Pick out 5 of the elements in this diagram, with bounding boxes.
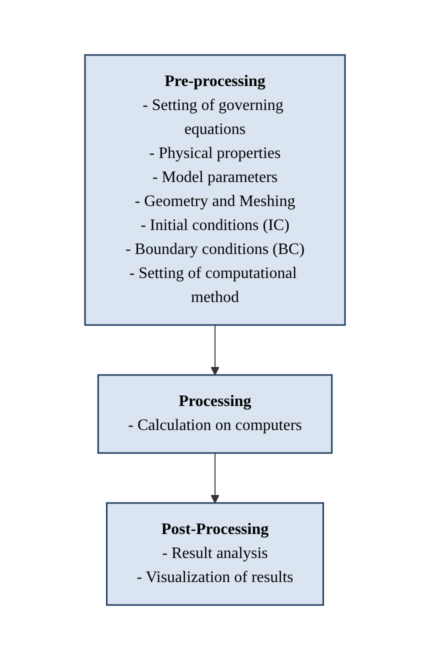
arrow: [210, 452, 220, 503]
node-box: Pre-processing - Setting of governing equations - Physical properties - Model parameters - Geometry and Meshing - Initial conditions (IC) - Boundary conditions (BC) - Setting of computational method: [84, 54, 346, 326]
node-box: Processing - Calculation on computers: [97, 374, 333, 454]
node-box: Post-Processing - Result analysis - Visualization of results: [106, 502, 324, 606]
arrow: [210, 324, 220, 375]
